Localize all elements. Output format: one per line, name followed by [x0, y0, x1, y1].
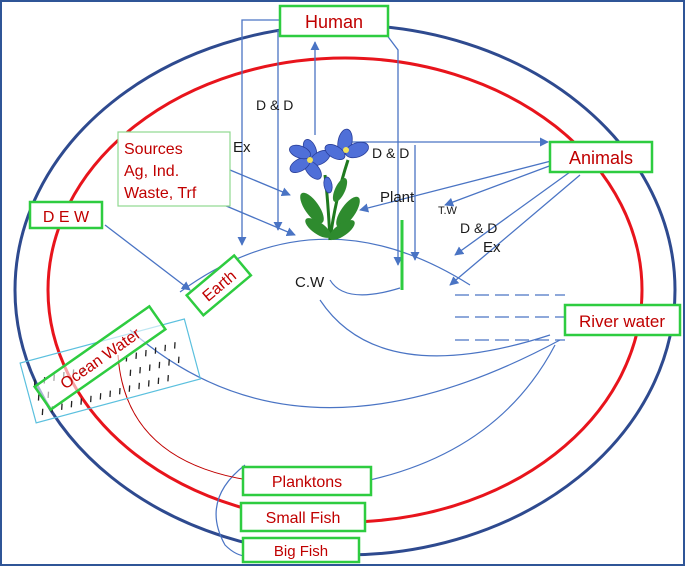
- cw-label: C.W: [295, 274, 325, 291]
- dd-left-label: D & D: [256, 97, 293, 113]
- lower-arc: [129, 329, 561, 409]
- dew-label: D E W: [43, 209, 90, 226]
- arrow-animals-ex: [449, 174, 581, 286]
- sources-line-1: Sources: [124, 141, 183, 158]
- arrow-human-to-earth: [237, 19, 280, 246]
- small-fish-box: Small Fish: [239, 501, 367, 533]
- animals-box: Animals: [548, 140, 654, 174]
- human-box: Human: [278, 4, 390, 38]
- ocean-to-plankton-line: [117, 354, 249, 481]
- small-fish-label: Small Fish: [266, 510, 341, 527]
- ocean-water-label: Ocean Water: [58, 325, 145, 393]
- big-fish-label: Big Fish: [274, 543, 328, 560]
- planktons-label: Planktons: [272, 474, 342, 491]
- plant-label: Plant: [380, 189, 415, 206]
- cw-arc: [329, 279, 401, 296]
- arrow-dew-to-earth: [104, 224, 191, 291]
- animals-label: Animals: [569, 148, 633, 168]
- inner-ring: [46, 56, 644, 524]
- river-arc: [319, 299, 551, 357]
- dd-plant-label: D & D: [372, 145, 409, 161]
- tw-label: T.W: [438, 205, 458, 217]
- arrow-animals-dd: [454, 171, 571, 256]
- blue-flower-plant-icon: [289, 128, 369, 241]
- planktons-box: Planktons: [241, 465, 373, 497]
- ex-left-label: Ex: [233, 139, 251, 156]
- river-water-label: River water: [579, 312, 665, 331]
- big-fish-box: Big Fish: [241, 536, 361, 564]
- river-to-plankton-line: [369, 344, 556, 481]
- river-water-box: River water: [563, 303, 682, 337]
- sources-box: Sources Ag, Ind. Waste, Trf: [117, 131, 231, 207]
- earth-box: Earth: [184, 253, 253, 318]
- sources-line-3: Waste, Trf: [124, 185, 197, 202]
- sources-line-2: Ag, Ind.: [124, 163, 179, 180]
- dew-box: D E W: [28, 200, 104, 230]
- ex-right-label: Ex: [483, 239, 501, 256]
- river-dashes: [455, 294, 565, 341]
- human-label: Human: [305, 12, 363, 32]
- arrow-sources-to-plant: [229, 169, 291, 197]
- arrow-animals-tw: [444, 164, 553, 207]
- dd-right-label: D & D: [460, 220, 497, 236]
- arrow-animals-to-plant: [359, 159, 556, 213]
